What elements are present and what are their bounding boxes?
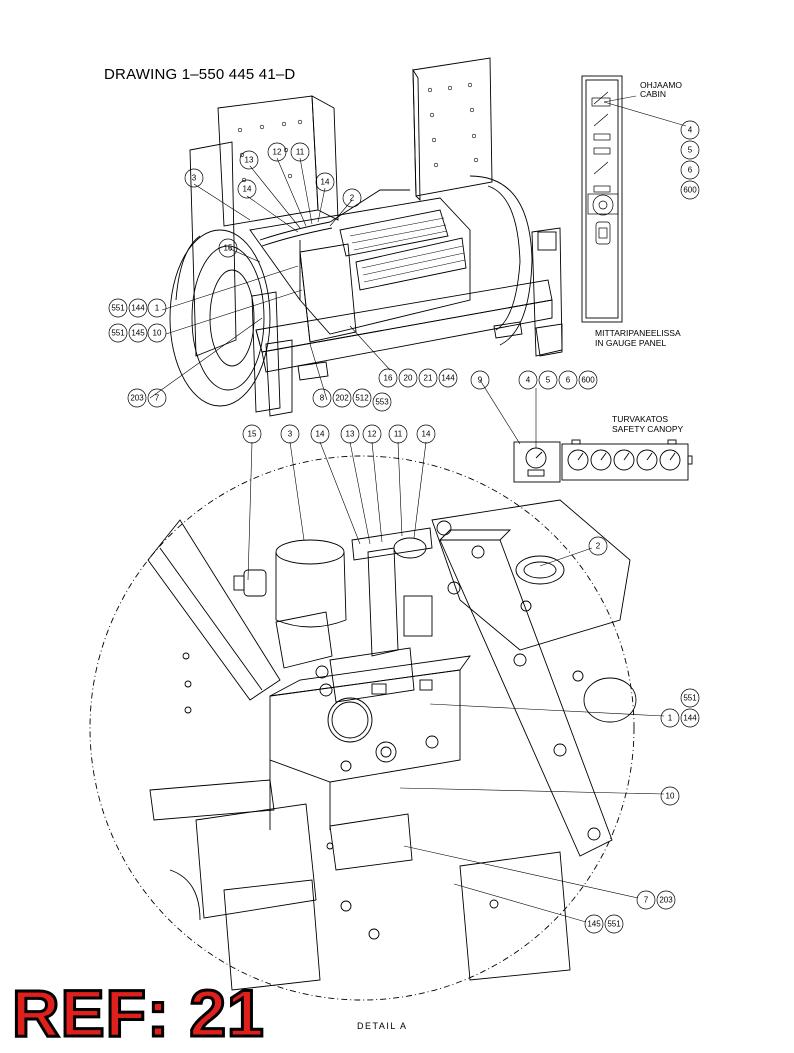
- callout-cabin-panel-3: 600: [683, 186, 697, 195]
- leader-lines: [149, 95, 687, 923]
- callout-gauge-row-3: 6: [566, 376, 571, 385]
- drawing-title: DRAWING 1–550 445 41–D: [104, 66, 296, 83]
- callout-top-view-23: 553: [375, 398, 389, 407]
- callout-detail-top-3: 13: [346, 430, 355, 439]
- machine-chassis-illustration: [169, 57, 563, 417]
- callout-bubbles: [108, 120, 700, 934]
- callout-gauge-row-1: 4: [526, 376, 531, 385]
- detail-a-illustration: [89, 455, 637, 1001]
- callout-gauge-row-2: 5: [546, 376, 551, 385]
- ref-badge: REF: 21: [11, 976, 266, 1050]
- callout-cabin-panel-0: 4: [688, 126, 693, 135]
- callout-top-view-13: 10: [153, 329, 162, 338]
- callout-detail-top-7: 2: [596, 542, 601, 551]
- callout-top-view-19: 144: [441, 374, 455, 383]
- callout-detail-top-1: 3: [288, 430, 293, 439]
- callout-detail-right-6: 145: [587, 920, 601, 929]
- label-canopy-finnish: TURVAKATOS: [612, 414, 669, 424]
- callout-detail-right-5: 203: [659, 896, 673, 905]
- callout-top-view-16: 16: [384, 374, 393, 383]
- callout-top-view-9: 144: [131, 304, 145, 313]
- callout-top-view-17: 20: [404, 374, 413, 383]
- callout-top-view-12: 145: [131, 329, 145, 338]
- callout-detail-top-2: 14: [316, 430, 325, 439]
- detail-a-caption: DETAIL A: [357, 1021, 408, 1031]
- gauge-panel-illustration: [513, 439, 693, 483]
- callout-top-view-15: 7: [155, 394, 160, 403]
- label-canopy-english: SAFETY CANOPY: [612, 424, 684, 434]
- callout-top-view-1: 13: [245, 156, 254, 165]
- callout-detail-right-7: 551: [607, 920, 621, 929]
- callout-top-view-2: 12: [273, 148, 282, 157]
- label-cabin-english: CABIN: [640, 89, 666, 99]
- callout-gauge-row-4: 600: [581, 376, 595, 385]
- callout-cabin-panel-2: 6: [688, 166, 693, 175]
- callout-top-view-10: 1: [155, 304, 160, 313]
- callout-top-view-6: 15: [224, 244, 233, 253]
- callout-top-view-7: 2: [350, 194, 355, 203]
- callout-top-view-20: 8: [320, 394, 325, 403]
- callout-detail-top-5: 11: [394, 430, 403, 439]
- label-gauge-finnish: MITTARIPANEELISSA: [595, 328, 681, 338]
- callout-detail-top-0: 15: [248, 430, 257, 439]
- callout-top-view-3: 11: [296, 148, 305, 157]
- callout-top-view-22: 512: [355, 394, 369, 403]
- callout-gauge-row-0: 9: [478, 376, 483, 385]
- callout-top-view-14: 203: [130, 394, 144, 403]
- callout-detail-right-3: 10: [666, 792, 675, 801]
- callout-detail-right-4: 7: [644, 896, 649, 905]
- callout-top-view-21: 202: [335, 394, 349, 403]
- label-gauge-english: IN GAUGE PANEL: [595, 338, 667, 348]
- callout-top-view-11: 551: [111, 329, 125, 338]
- callout-detail-right-1: 1: [668, 714, 673, 723]
- cabin-panel-illustration: [581, 75, 623, 323]
- callout-detail-right-2: 144: [683, 714, 697, 723]
- callout-top-view-5: 14: [321, 178, 330, 187]
- callout-top-view-18: 21: [424, 374, 433, 383]
- callout-top-view-0: 3: [192, 174, 197, 183]
- callout-detail-top-6: 14: [422, 430, 431, 439]
- callout-detail-right-0: 551: [683, 694, 697, 703]
- callout-top-view-4: 14: [243, 185, 252, 194]
- label-cabin-finnish: OHJAAMO: [640, 80, 683, 90]
- callout-cabin-panel-1: 5: [688, 146, 693, 155]
- callout-detail-top-4: 12: [368, 430, 377, 439]
- callout-top-view-8: 551: [111, 304, 125, 313]
